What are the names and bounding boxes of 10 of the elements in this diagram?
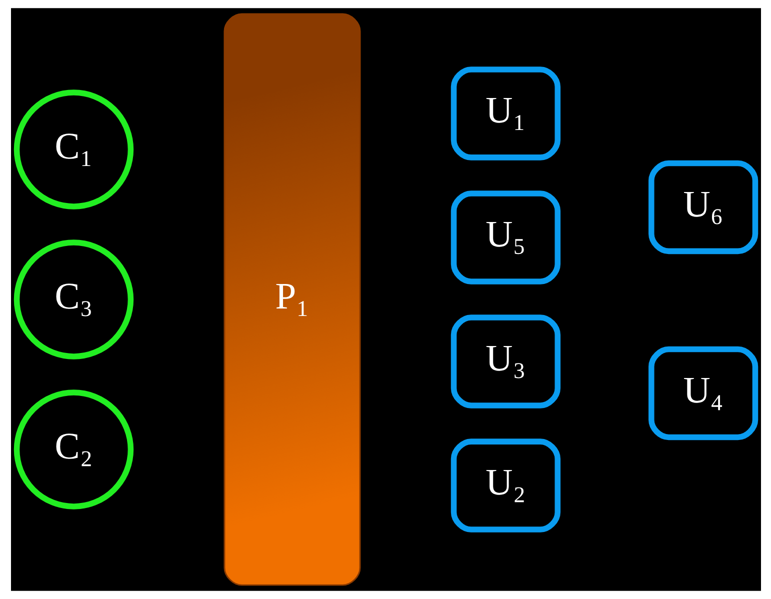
node-box: U₅ (450, 190, 560, 284)
node-box: U₁ (450, 66, 560, 160)
node-circle: C₂ (13, 390, 134, 510)
node-box: U₂ (450, 438, 560, 532)
node-box: U₆ (648, 160, 758, 254)
node-box: U₄ (648, 346, 758, 440)
node-circle: C₁ (13, 90, 134, 210)
node-box: P₁ (223, 13, 360, 586)
node-circle: C₃ (13, 240, 134, 360)
node-box: U₃ (450, 314, 560, 408)
